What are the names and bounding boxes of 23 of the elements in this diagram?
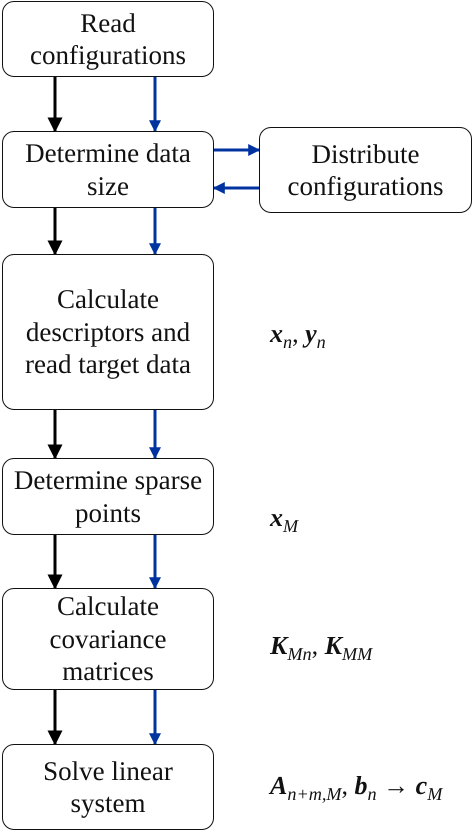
- arrow: [149, 690, 161, 746]
- math-expression: K$_{Mn}$, K$_{MM}$: [270, 630, 374, 666]
- arrow: [149, 410, 161, 460]
- process-box: Calculate covariance matrices: [2, 588, 214, 690]
- arrow: [149, 77, 161, 132]
- arrow: [149, 535, 161, 590]
- arrow: [48, 535, 62, 590]
- process-box: Solve linear system: [2, 744, 214, 830]
- process-box: Determine data size: [2, 131, 214, 208]
- arrow: [149, 208, 161, 256]
- arrow: [212, 182, 259, 194]
- arrow: [48, 77, 62, 132]
- arrow: [48, 208, 62, 256]
- math-expression: x$_{n}$, y$_{n}$: [270, 318, 327, 354]
- arrow: [214, 144, 260, 156]
- math-expression: A$_{n+m,M}$, b$_{n}$ → c$_{M}$: [270, 770, 444, 806]
- process-box: Read configurations: [2, 1, 214, 77]
- arrow: [48, 690, 62, 746]
- math-expression: x$_{M}$: [270, 502, 300, 538]
- process-box: Calculate descriptors and read target data: [2, 254, 214, 410]
- process-box: Determine sparse points: [2, 458, 214, 535]
- arrow: [48, 410, 62, 460]
- process-box: Distribute configurations: [259, 127, 472, 213]
